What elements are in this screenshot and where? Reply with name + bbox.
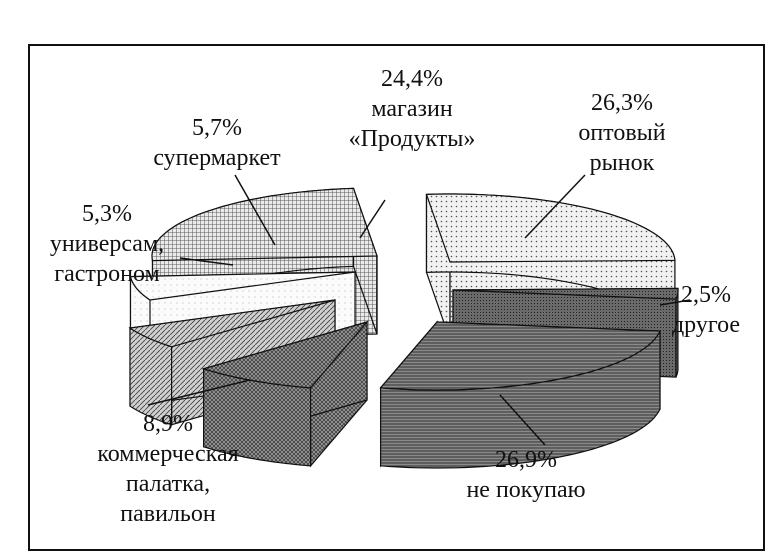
- slice-value-none: 26,9%: [495, 447, 557, 473]
- pie-slice-top-univ: [128, 299, 336, 348]
- slice-name-none-1: не покупаю: [466, 477, 585, 503]
- pie-slice-top-other: [452, 287, 679, 300]
- slice-label-kiosk: 8,9% коммерческая палатка, павильон: [97, 411, 238, 527]
- slice-value-opt: 26,3%: [591, 90, 653, 116]
- slice-name-shop-1: магазин: [371, 96, 452, 122]
- leader-line-kiosk: [147, 379, 251, 406]
- slice-value-univ: 5,3%: [82, 201, 132, 227]
- leader-lines: [147, 174, 691, 446]
- slice-name-kiosk-1: коммерческая: [97, 441, 238, 467]
- leader-line-opt: [524, 174, 586, 239]
- leader-line-other: [659, 299, 691, 306]
- slice-labels: 26,3% оптовый рынок 2,5% другое 26,9% не покуп…: [50, 66, 740, 527]
- pie-slice-kiosk: [201, 320, 369, 468]
- pie-slice-none: [379, 320, 661, 469]
- pie-slice-top-kiosk: [201, 320, 369, 389]
- leader-line-shop: [359, 199, 386, 239]
- slice-label-other: 2,5% другое: [672, 282, 740, 338]
- slice-name-opt-1: оптовый: [578, 120, 665, 146]
- leader-line-super: [234, 174, 276, 246]
- slice-value-other: 2,5%: [681, 282, 731, 308]
- slice-name-kiosk-2: палатка,: [126, 471, 210, 497]
- slice-label-univ: 5,3% универсам, гастроном: [50, 201, 164, 287]
- slice-name-other-1: другое: [672, 312, 740, 338]
- slice-name-kiosk-3: павильон: [120, 501, 216, 527]
- leader-line-none: [499, 394, 546, 446]
- slice-name-super-1: супермаркет: [153, 145, 281, 171]
- slice-value-kiosk: 8,9%: [143, 411, 193, 437]
- slice-label-shop: 24,4% магазин «Продукты»: [349, 66, 476, 152]
- pie-slice-top-opt: [425, 193, 676, 263]
- pie-slice-top-super: [129, 271, 356, 301]
- pie-slice-top-none: [379, 321, 661, 391]
- pie-slices: [128, 187, 679, 469]
- slice-label-opt: 26,3% оптовый рынок: [578, 90, 665, 176]
- slice-label-super: 5,7% супермаркет: [153, 115, 281, 171]
- slice-name-univ-1: универсам,: [50, 231, 164, 257]
- pie-slice-top-shop: [151, 187, 378, 262]
- slice-name-opt-2: рынок: [590, 150, 655, 176]
- leader-line-univ: [179, 257, 234, 266]
- slice-label-none: 26,9% не покупаю: [466, 447, 585, 503]
- slice-name-univ-2: гастроном: [54, 261, 160, 287]
- slice-value-super: 5,7%: [192, 115, 242, 141]
- slice-value-shop: 24,4%: [381, 66, 443, 92]
- slice-name-shop-2: «Продукты»: [349, 126, 476, 152]
